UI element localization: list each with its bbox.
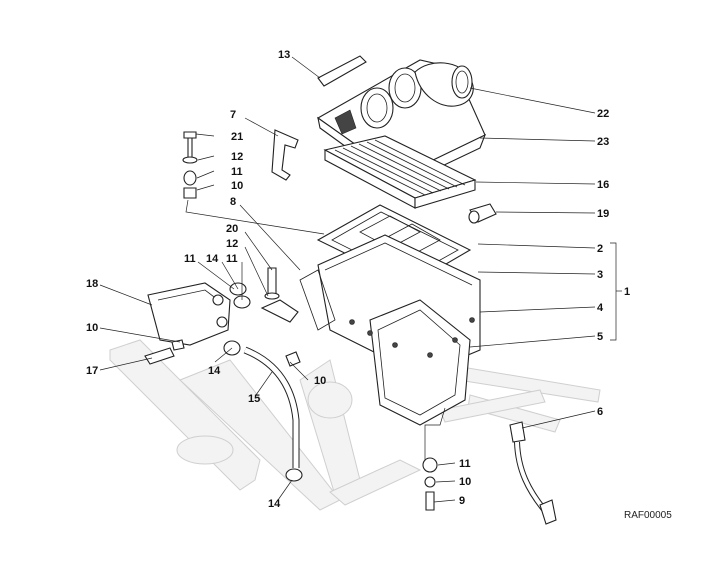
callout-21: 21	[231, 131, 243, 143]
callout-7: 7	[230, 109, 236, 121]
fastener-stack-left	[182, 131, 198, 199]
callout-19: 19	[597, 208, 609, 220]
callout-10-left: 10	[86, 322, 98, 334]
callout-14-mid: 14	[208, 365, 221, 377]
reference-code: RAF00005	[624, 510, 672, 521]
callout-12-mid: 12	[226, 238, 238, 250]
callout-18: 18	[86, 278, 98, 290]
callout-4: 4	[597, 302, 604, 314]
airbox-lower	[299, 234, 481, 426]
callout-8: 8	[230, 196, 236, 208]
callout-15: 15	[248, 393, 260, 405]
callout-14-top: 14	[206, 253, 219, 265]
callout-6: 6	[597, 406, 603, 418]
callout-labels: 13 7 22 23 21 12 11 10 16 8 19 20 12 2 1…	[86, 49, 630, 510]
callout-16: 16	[597, 179, 609, 191]
callout-5: 5	[597, 331, 603, 343]
callout-11-mid: 11	[226, 253, 238, 265]
callout-10-bottom: 10	[459, 476, 471, 488]
callout-9: 9	[459, 495, 465, 507]
callout-14-bottom: 14	[268, 498, 281, 510]
leader-lines	[99, 56, 622, 503]
callout-13: 13	[278, 49, 290, 61]
callout-10-top: 10	[231, 180, 243, 192]
callout-20: 20	[226, 223, 238, 235]
fastener-stack-bottom	[422, 457, 438, 511]
callout-11-bottom: 11	[459, 458, 471, 470]
callout-11-top: 11	[231, 166, 243, 178]
side-bracket	[144, 282, 231, 365]
clip-bracket	[271, 129, 299, 181]
air-filter	[323, 135, 477, 209]
callout-22: 22	[597, 108, 609, 120]
breather-fitting	[468, 203, 497, 224]
callout-1: 1	[624, 286, 630, 298]
callout-17: 17	[86, 365, 98, 377]
intake-duct	[414, 62, 474, 107]
frame-structure	[109, 339, 601, 511]
drain-hose	[243, 346, 301, 468]
breather-hose	[509, 421, 557, 525]
callout-11-left: 11	[184, 253, 196, 265]
callout-12-top: 12	[231, 151, 243, 163]
callout-2: 2	[597, 243, 603, 255]
callout-23: 23	[597, 136, 609, 148]
fastener-stack-middle	[260, 267, 299, 323]
callout-10-mid: 10	[314, 375, 326, 387]
callout-3: 3	[597, 269, 603, 281]
seal-strip	[317, 55, 367, 87]
